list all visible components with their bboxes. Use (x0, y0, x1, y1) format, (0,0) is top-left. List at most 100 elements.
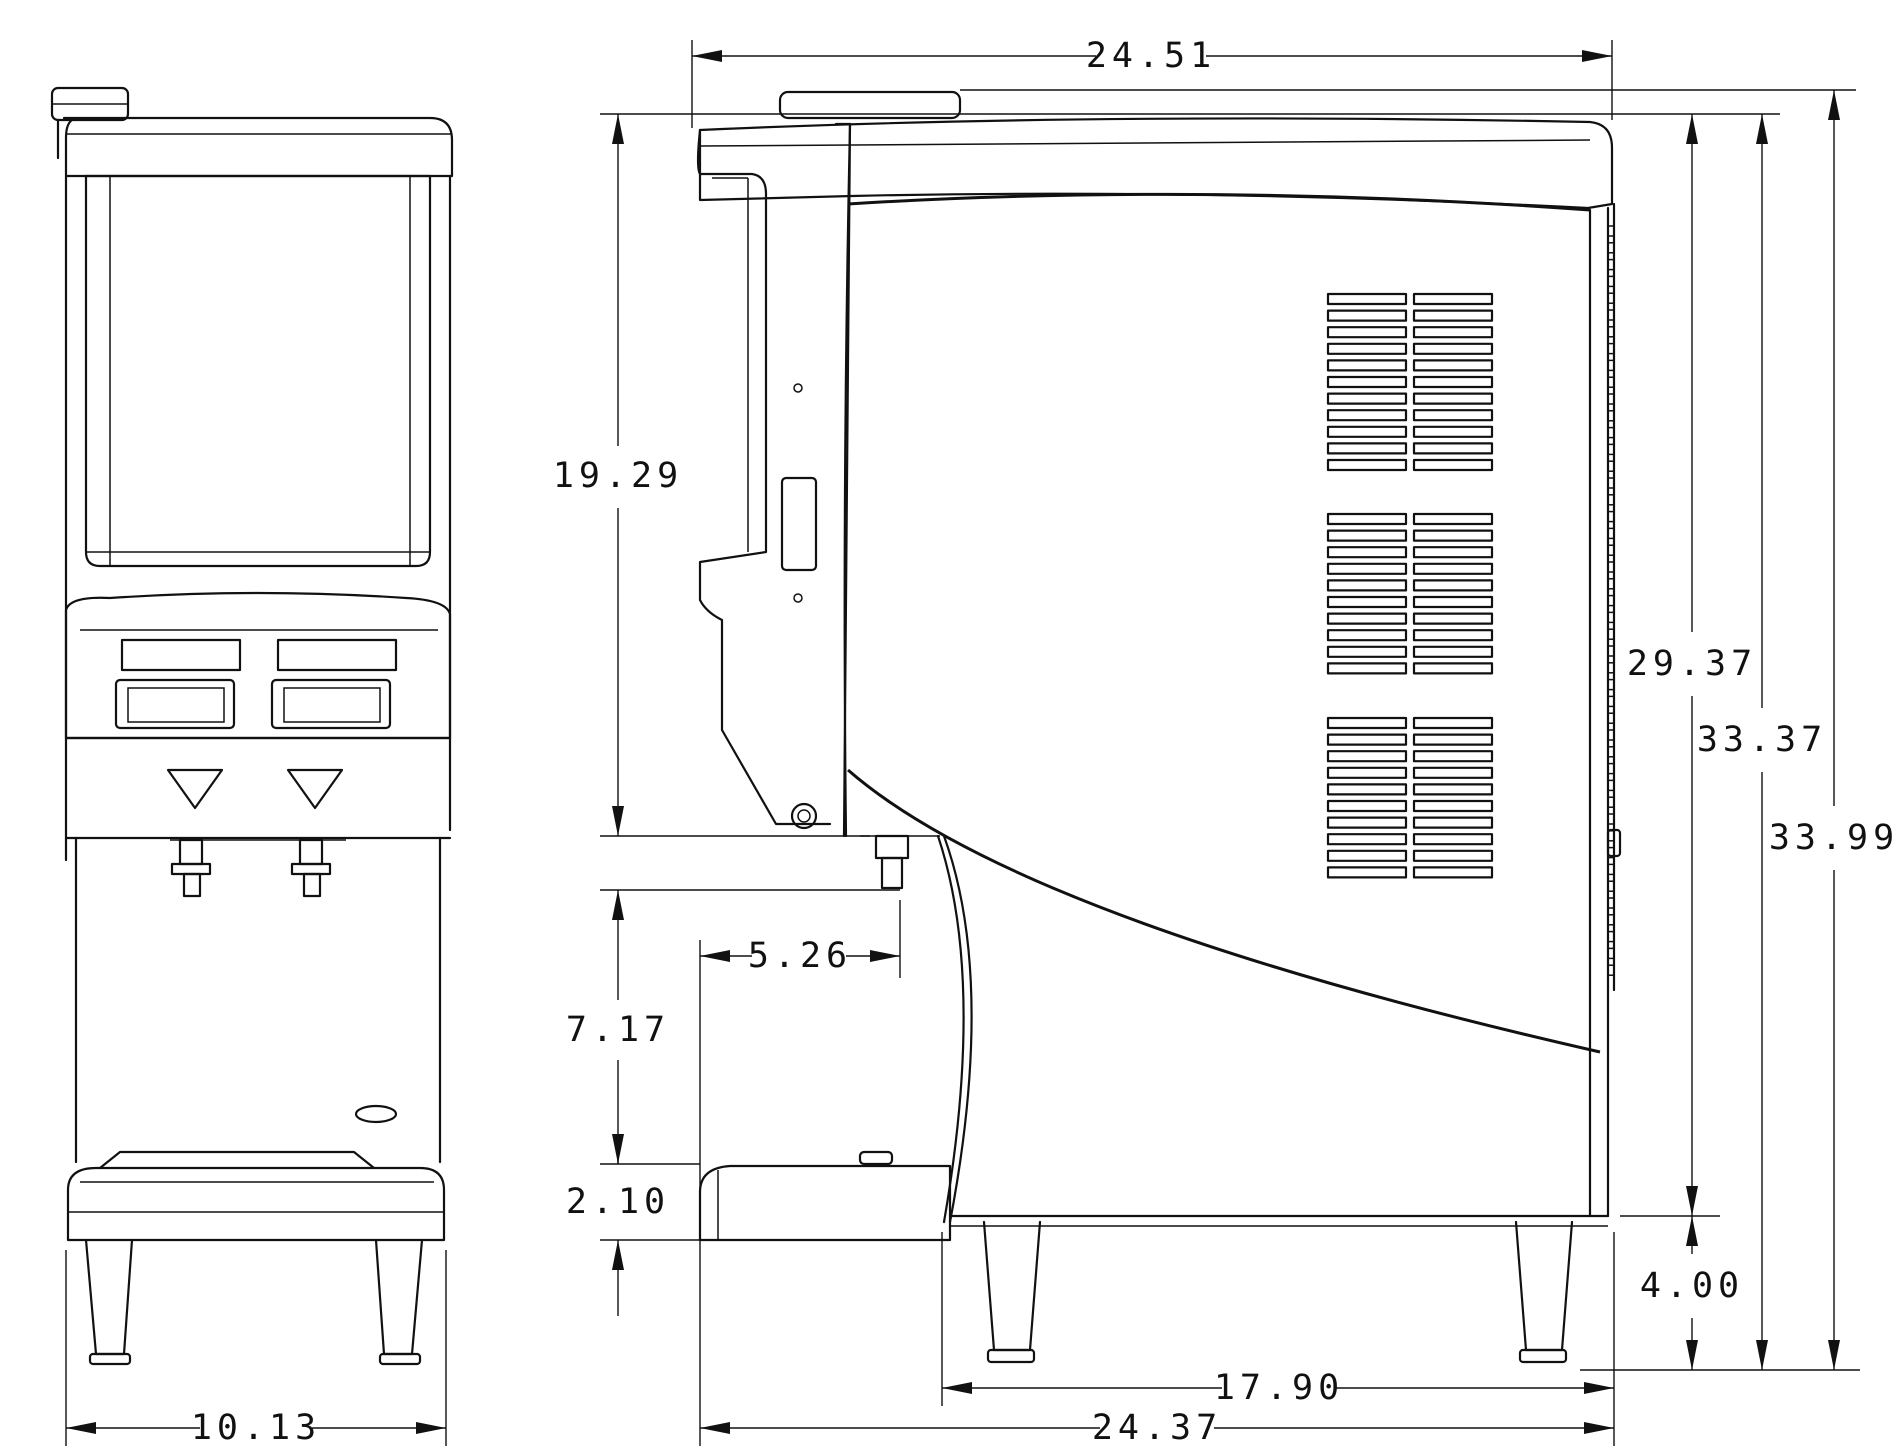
grille-fin (1607, 628, 1615, 640)
grille-fin (1607, 712, 1615, 724)
vent-slat (1412, 716, 1494, 730)
vent-slat (1326, 595, 1408, 609)
grille-fin (1607, 527, 1615, 540)
vent-slat (1326, 783, 1408, 796)
vent-slat (1326, 816, 1408, 829)
grille-fin (1607, 258, 1615, 271)
vent-slat (1412, 458, 1494, 472)
vent-slat (1326, 309, 1408, 322)
grille-fin (1607, 225, 1615, 237)
vent-slat (1412, 612, 1494, 625)
grille-fin (1607, 813, 1615, 825)
grille-fin (1607, 611, 1615, 624)
grille-fin (1607, 930, 1615, 943)
dim-overall-height: 33.99 (1769, 818, 1898, 858)
grille-fin (1607, 275, 1615, 288)
grille-fin (1607, 376, 1615, 388)
grille-fin (1607, 662, 1615, 674)
vent-slat (1326, 629, 1408, 642)
grille-fin (1607, 779, 1615, 792)
dim-cabinet-depth: 17.90 (1214, 1368, 1344, 1408)
vent-slat (1326, 766, 1408, 779)
vent-slat (1326, 529, 1408, 542)
vent-slat (1412, 816, 1494, 829)
vent-slat (1326, 342, 1408, 355)
grille-fin (1607, 796, 1615, 808)
dim-leg-height: 4.00 (1640, 1266, 1744, 1306)
vent-slat (1412, 866, 1494, 879)
vent-slat (1326, 458, 1408, 472)
grille-fin (1607, 897, 1615, 909)
vent-slat (1412, 529, 1494, 542)
grille-fin (1607, 242, 1615, 254)
vent-slat (1412, 562, 1494, 575)
grille-fin (1607, 645, 1615, 657)
vent-slat (1326, 442, 1408, 455)
grille-fin (1607, 510, 1615, 523)
dim-dispense-clearance: 7.17 (566, 1010, 670, 1050)
vent-slat (1326, 612, 1408, 625)
vent-slat (1326, 645, 1408, 658)
vent-slat (1412, 629, 1494, 642)
vent-slat (1412, 662, 1494, 675)
vent-slat (1412, 309, 1494, 322)
vent-slat (1326, 562, 1408, 575)
vent-slat (1412, 579, 1494, 592)
dim-height-to-top: 33.37 (1697, 720, 1827, 760)
grille-fin (1607, 494, 1615, 506)
vent-slat (1412, 799, 1494, 813)
vent-slat (1412, 425, 1494, 438)
vent-slat (1412, 645, 1494, 658)
grille-fin (1607, 443, 1615, 456)
grille-fin (1607, 964, 1615, 976)
grille-fin (1607, 292, 1615, 304)
vent-slat (1412, 359, 1494, 372)
vent-slat (1326, 716, 1408, 730)
vent-slat (1326, 579, 1408, 592)
vent-slat (1412, 512, 1494, 526)
vent-slat (1326, 546, 1408, 559)
grille-fin (1607, 342, 1615, 355)
vent-slat (1326, 833, 1408, 846)
grille-fin (1607, 578, 1615, 590)
vent-slat (1326, 375, 1408, 389)
dim-side-top-width: 24.51 (1086, 36, 1216, 76)
vent-slat (1412, 326, 1494, 339)
grille-fin (1607, 914, 1615, 926)
dim-overall-depth: 24.37 (1092, 1408, 1222, 1448)
grille-fin (1607, 326, 1615, 338)
vent-slat (1412, 750, 1494, 763)
grille-fin (1607, 762, 1615, 775)
side-view (696, 90, 1622, 1364)
vent-slat (1412, 833, 1494, 846)
vent-slat (1326, 733, 1408, 746)
grille-fin (1607, 309, 1615, 321)
grille-fin (1607, 678, 1615, 691)
grille-fin (1607, 880, 1615, 892)
dim-nozzle-offset: 5.26 (748, 936, 852, 976)
vent-slat (1412, 409, 1494, 422)
dim-body-height: 29.37 (1627, 644, 1757, 684)
vent-slat (1412, 342, 1494, 355)
vent-slat (1326, 425, 1408, 438)
vent-slat (1326, 409, 1408, 422)
grille-fin (1607, 729, 1615, 741)
grille-fin (1607, 594, 1615, 607)
vent-slat (1326, 512, 1408, 526)
grille-fin (1607, 477, 1615, 489)
vent-slat (1326, 392, 1408, 405)
grille-fin (1607, 426, 1615, 439)
grille-fin (1607, 544, 1615, 556)
vent-slat (1412, 392, 1494, 405)
grille-fin (1607, 947, 1615, 960)
vent-slat (1326, 799, 1408, 813)
vent-slat (1326, 326, 1408, 339)
vent-slat (1412, 766, 1494, 779)
vent-slat (1412, 546, 1494, 559)
vent-slat (1326, 849, 1408, 862)
dim-front-width: 10.13 (191, 1408, 321, 1448)
dim-hopper-height: 19.29 (553, 456, 683, 496)
vent-slat (1326, 662, 1408, 675)
vent-slat (1326, 750, 1408, 763)
